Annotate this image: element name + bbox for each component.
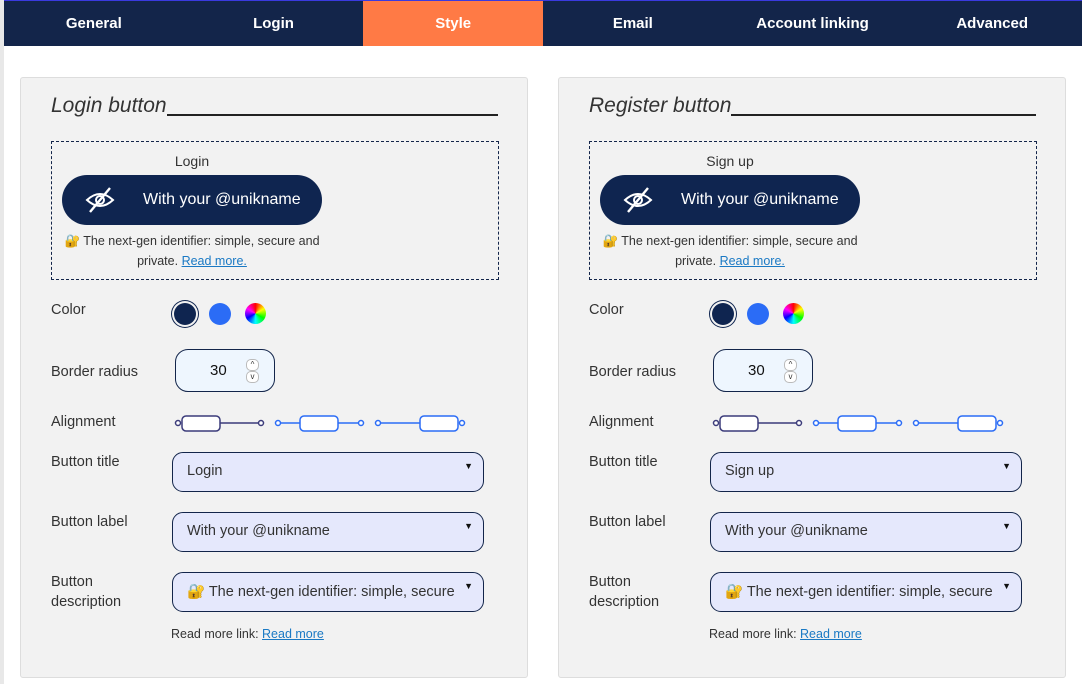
button-description-select[interactable]: 🔐 The next-gen identifier: simple, secur…	[172, 572, 484, 612]
button-title-value: Sign up	[725, 463, 775, 479]
eye-slash-icon	[85, 187, 115, 213]
preview-button-label: With your @unikname	[143, 191, 301, 208]
preview-button[interactable]: With your @unikname	[62, 175, 322, 225]
preview-description: 🔐 The next-gen identifier: simple, secur…	[62, 231, 322, 271]
read-more-setting: Read more link: Read more	[171, 627, 324, 641]
color-swatch-navy[interactable]	[712, 303, 734, 325]
caret-down-icon: ▼	[1002, 461, 1011, 471]
border-radius-input[interactable]: 30 ^v	[713, 349, 813, 392]
button-label-value: With your @unikname	[187, 523, 330, 539]
border-radius-value: 30	[210, 362, 227, 379]
button-title-label: Button title	[589, 454, 658, 470]
tab-email[interactable]: Email	[612, 15, 653, 32]
decrement-icon[interactable]: v	[784, 371, 797, 383]
caret-down-icon: ▼	[1002, 521, 1011, 531]
button-description-select[interactable]: 🔐 The next-gen identifier: simple, secur…	[710, 572, 1022, 612]
align-center-option[interactable]	[812, 415, 903, 432]
register-button-panel: Register button Sign up With your @unikn…	[558, 77, 1066, 678]
preview-button[interactable]: With your @unikname	[600, 175, 860, 225]
color-swatch-blue[interactable]	[209, 303, 231, 325]
title-underline	[731, 114, 1036, 116]
align-center-option[interactable]	[274, 415, 365, 432]
button-label-label: Button label	[51, 514, 128, 530]
button-description-value: 🔐 The next-gen identifier: simple, secur…	[725, 584, 993, 600]
tab-general[interactable]: General	[65, 15, 122, 32]
color-label: Color	[589, 302, 624, 318]
button-label-label: Button label	[589, 514, 666, 530]
tab-bar: General Login Style Email Account linkin…	[4, 0, 1082, 46]
tab-login[interactable]: Login	[253, 15, 294, 32]
button-title-select[interactable]: Login ▼	[172, 452, 484, 492]
caret-down-icon: ▼	[464, 521, 473, 531]
custom-color-picker[interactable]	[245, 303, 266, 324]
login-button-panel: Login button Login With your @unikname 🔐…	[20, 77, 528, 678]
preview-description-text: 🔐 The next-gen identifier: simple, secur…	[64, 234, 320, 268]
button-title-select[interactable]: Sign up ▼	[710, 452, 1022, 492]
caret-down-icon: ▼	[1002, 581, 1011, 591]
custom-color-picker[interactable]	[783, 303, 804, 324]
color-label: Color	[51, 302, 86, 318]
alignment-options	[174, 415, 466, 432]
tab-style[interactable]: Style	[363, 1, 544, 46]
preview-button-label: With your @unikname	[681, 191, 839, 208]
button-label-select[interactable]: With your @unikname ▼	[710, 512, 1022, 552]
preview-title: Sign up	[706, 153, 754, 169]
alignment-options	[712, 415, 1004, 432]
increment-icon[interactable]: ^	[784, 359, 797, 371]
border-radius-label: Border radius	[51, 364, 139, 380]
preview-description-text: 🔐 The next-gen identifier: simple, secur…	[602, 234, 858, 268]
button-title-label: Button title	[51, 454, 120, 470]
caret-down-icon: ▼	[464, 581, 473, 591]
align-left-option[interactable]	[712, 415, 803, 432]
read-more-setting-link[interactable]: Read more	[800, 627, 862, 641]
alignment-label: Alignment	[51, 414, 116, 430]
read-more-label: Read more link:	[709, 627, 797, 641]
panel-title: Register button	[589, 94, 1036, 118]
border-radius-label: Border radius	[589, 364, 677, 380]
increment-icon[interactable]: ^	[246, 359, 259, 371]
align-right-option[interactable]	[374, 415, 466, 432]
tab-advanced[interactable]: Advanced	[956, 15, 1029, 32]
read-more-link[interactable]: Read more.	[181, 254, 247, 268]
button-description-label: Button description	[51, 574, 122, 610]
read-more-setting: Read more link: Read more	[709, 627, 862, 641]
window-edge	[0, 0, 4, 684]
caret-down-icon: ▼	[464, 461, 473, 471]
align-right-option[interactable]	[912, 415, 1004, 432]
decrement-icon[interactable]: v	[246, 371, 259, 383]
button-description-value: 🔐 The next-gen identifier: simple, secur…	[187, 584, 455, 600]
preview-description: 🔐 The next-gen identifier: simple, secur…	[600, 231, 860, 271]
border-radius-value: 30	[748, 362, 765, 379]
tab-account-linking[interactable]: Account linking	[756, 15, 869, 32]
button-description-label: Button description	[589, 574, 660, 610]
preview-title: Login	[174, 153, 210, 169]
align-left-option[interactable]	[174, 415, 265, 432]
panel-title-text: Login button	[51, 94, 167, 117]
button-label-select[interactable]: With your @unikname ▼	[172, 512, 484, 552]
read-more-setting-link[interactable]: Read more	[262, 627, 324, 641]
button-label-value: With your @unikname	[725, 523, 868, 539]
button-preview: Sign up With your @unikname 🔐 The next-g…	[589, 141, 1037, 280]
color-swatch-navy[interactable]	[174, 303, 196, 325]
button-preview: Login With your @unikname 🔐 The next-gen…	[51, 141, 499, 280]
border-radius-input[interactable]: 30 ^v	[175, 349, 275, 392]
panel-title: Login button	[51, 94, 498, 118]
color-swatch-blue[interactable]	[747, 303, 769, 325]
panel-title-text: Register button	[589, 94, 732, 117]
read-more-link[interactable]: Read more.	[719, 254, 785, 268]
alignment-label: Alignment	[589, 414, 654, 430]
title-underline	[166, 114, 498, 116]
button-title-value: Login	[187, 463, 223, 479]
eye-slash-icon	[623, 187, 653, 213]
read-more-label: Read more link:	[171, 627, 259, 641]
